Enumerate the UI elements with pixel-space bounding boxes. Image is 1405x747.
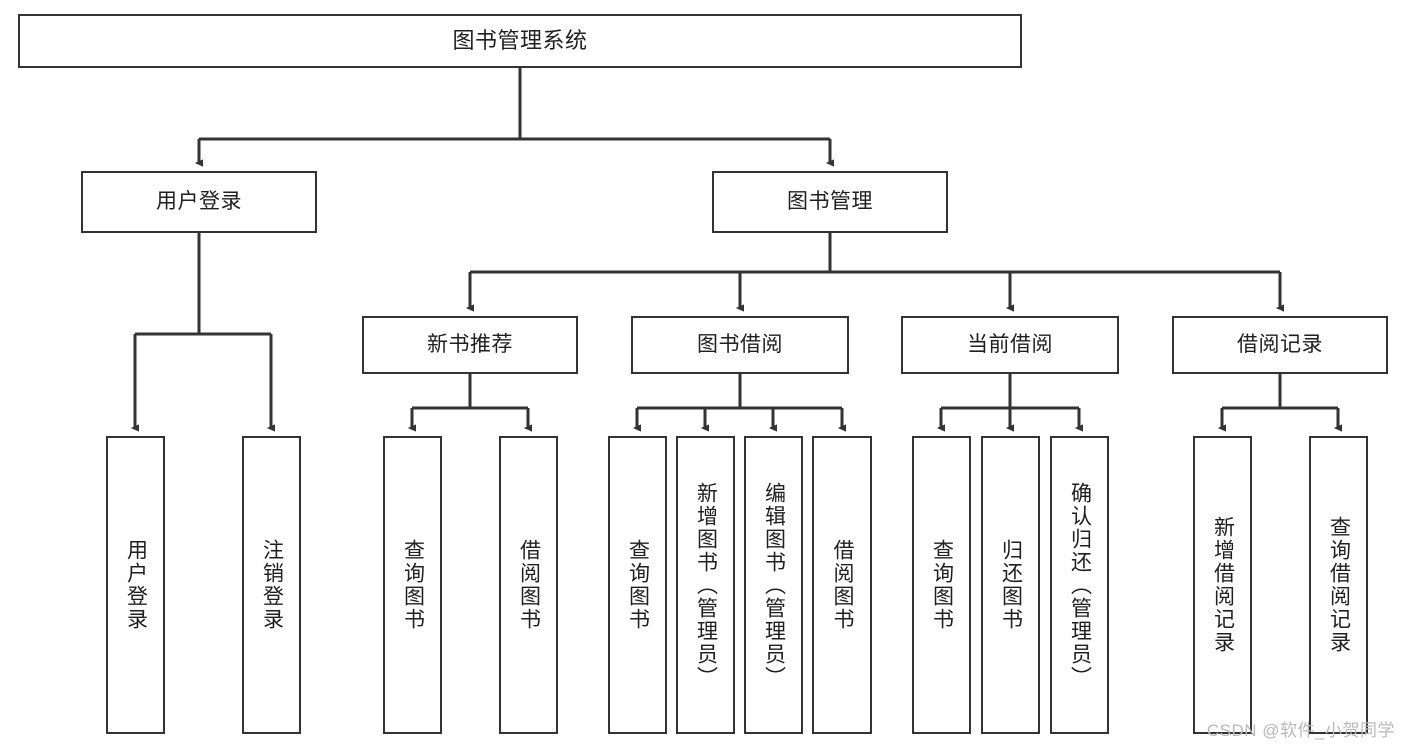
node-leaf-query-book-2-label: 查询图书	[626, 539, 650, 631]
node-leaf-add-book-label: 新增图书（管理员）	[694, 481, 718, 689]
node-leaf-borrow-book-1[interactable]: 借阅图书	[499, 436, 558, 734]
node-leaf-add-record-label: 新增借阅记录	[1211, 516, 1235, 654]
node-leaf-confirm-return-label: 确认归还（管理员）	[1068, 481, 1092, 689]
node-current-borrow[interactable]: 当前借阅	[901, 316, 1119, 374]
node-leaf-query-book-3[interactable]: 查询图书	[912, 436, 971, 734]
node-leaf-confirm-return[interactable]: 确认归还（管理员）	[1050, 436, 1109, 734]
node-book-manage[interactable]: 图书管理	[712, 171, 948, 233]
node-book-manage-label: 图书管理	[787, 190, 873, 214]
node-root-label: 图书管理系统	[452, 27, 588, 53]
node-leaf-query-book-2[interactable]: 查询图书	[608, 436, 667, 734]
node-leaf-query-book-3-label: 查询图书	[930, 539, 954, 631]
node-borrow-record[interactable]: 借阅记录	[1172, 316, 1388, 374]
node-leaf-return-book[interactable]: 归还图书	[981, 436, 1040, 734]
node-leaf-edit-book-label: 编辑图书（管理员）	[762, 481, 786, 689]
node-leaf-add-book[interactable]: 新增图书（管理员）	[676, 436, 735, 734]
node-new-book-rec[interactable]: 新书推荐	[362, 316, 578, 374]
csdn-watermark: CSDN @软件_小贺同学	[1206, 721, 1395, 740]
node-leaf-edit-book[interactable]: 编辑图书（管理员）	[744, 436, 803, 734]
node-borrow-record-label: 借阅记录	[1237, 333, 1323, 357]
node-leaf-logout[interactable]: 注销登录	[242, 436, 301, 734]
node-new-book-rec-label: 新书推荐	[427, 333, 513, 357]
node-book-borrow-label: 图书借阅	[697, 333, 783, 357]
node-leaf-return-book-label: 归还图书	[999, 539, 1023, 631]
node-leaf-borrow-book-2-label: 借阅图书	[831, 539, 855, 631]
node-leaf-borrow-book-1-label: 借阅图书	[517, 539, 541, 631]
node-leaf-add-record[interactable]: 新增借阅记录	[1193, 436, 1252, 734]
node-book-borrow[interactable]: 图书借阅	[631, 316, 849, 374]
node-leaf-query-book-1[interactable]: 查询图书	[383, 436, 442, 734]
node-leaf-query-record-label: 查询借阅记录	[1327, 516, 1351, 654]
node-leaf-query-record[interactable]: 查询借阅记录	[1309, 436, 1368, 734]
node-leaf-user-login-label: 用户登录	[124, 539, 148, 631]
node-root[interactable]: 图书管理系统	[18, 14, 1022, 68]
node-leaf-query-book-1-label: 查询图书	[401, 539, 425, 631]
node-leaf-logout-label: 注销登录	[260, 539, 284, 631]
node-leaf-borrow-book-2[interactable]: 借阅图书	[812, 436, 872, 734]
node-leaf-user-login[interactable]: 用户登录	[106, 436, 165, 734]
node-user-login-label: 用户登录	[156, 190, 242, 214]
node-current-borrow-label: 当前借阅	[967, 333, 1053, 357]
node-user-login[interactable]: 用户登录	[81, 171, 317, 233]
